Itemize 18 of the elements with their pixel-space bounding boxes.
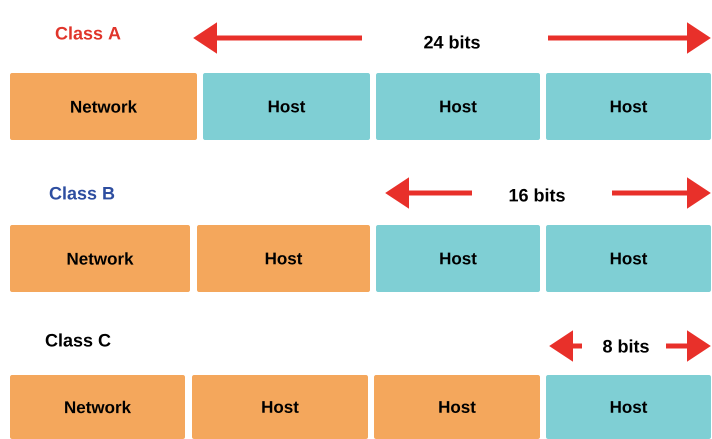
field-box: Host bbox=[203, 73, 370, 140]
field-box: Host bbox=[546, 73, 711, 140]
bit-count: 8 bits bbox=[603, 339, 649, 353]
bit-count: 16 bits bbox=[510, 188, 565, 202]
field-box: Host bbox=[376, 225, 540, 292]
field-box: Host bbox=[374, 375, 540, 439]
bit-count: 24 bits bbox=[424, 35, 480, 49]
field-box: Network bbox=[10, 225, 190, 292]
field-box: Host bbox=[376, 73, 540, 140]
field-box: Host bbox=[546, 375, 711, 439]
field-box: Host bbox=[546, 225, 711, 292]
field-box: Network bbox=[10, 375, 185, 439]
class-label: Class B bbox=[50, 186, 114, 200]
field-box: Host bbox=[192, 375, 368, 439]
class-label: Class A bbox=[56, 26, 121, 40]
class-label: Class C bbox=[46, 333, 110, 347]
field-box: Network bbox=[10, 73, 197, 140]
field-box: Host bbox=[197, 225, 370, 292]
